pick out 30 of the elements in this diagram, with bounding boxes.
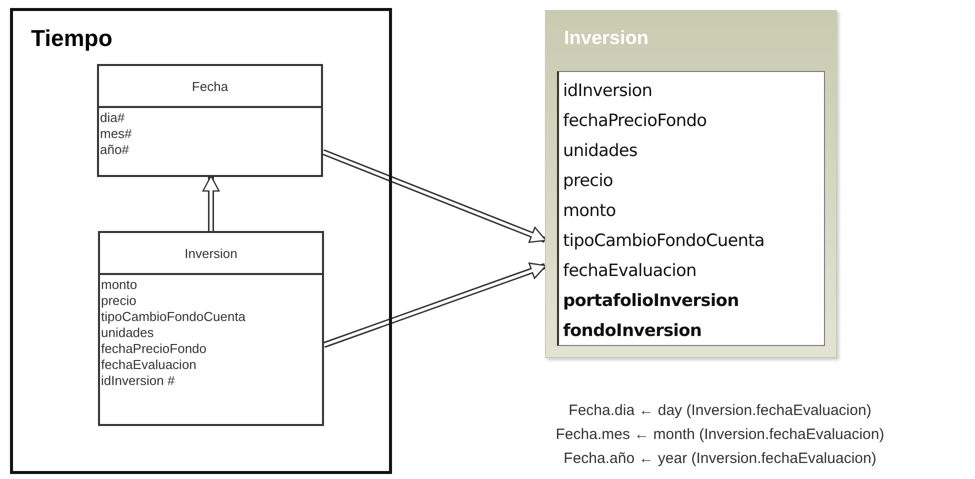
attribute: fechaEvaluacion bbox=[100, 357, 198, 373]
class-name: Inversion bbox=[184, 246, 238, 260]
package-name: Tiempo bbox=[31, 25, 112, 52]
field: portafolioInversion bbox=[559, 286, 824, 316]
attribute: dia# bbox=[99, 110, 126, 126]
mapping-note: Fecha.dia ← day (Inversion.fechaEvaluacion) bbox=[568, 402, 872, 419]
attribute: unidades bbox=[100, 325, 155, 341]
attribute: monto bbox=[100, 277, 138, 293]
class-name: Fecha bbox=[192, 78, 228, 94]
field: fechaPrecioFondo bbox=[559, 106, 824, 136]
class-box bbox=[98, 231, 324, 426]
table-card bbox=[545, 10, 837, 358]
package-frame bbox=[10, 8, 392, 474]
attribute: fechaPrecioFondo bbox=[100, 341, 208, 357]
table-name: Inversion bbox=[564, 28, 648, 50]
field: fechaEvaluacion bbox=[559, 256, 824, 286]
field: unidades bbox=[559, 136, 824, 166]
attribute: tipoCambioFondoCuenta bbox=[100, 309, 247, 325]
field: precio bbox=[559, 166, 824, 196]
field: idInversion bbox=[559, 76, 824, 106]
field: tipoCambioFondoCuenta bbox=[559, 226, 824, 256]
attribute: año# bbox=[99, 142, 130, 158]
class-box bbox=[97, 64, 323, 177]
attribute: mes# bbox=[99, 126, 133, 142]
mapping-note: Fecha.año ← year (Inversion.fechaEvaluacion) bbox=[564, 450, 876, 467]
field: monto bbox=[559, 196, 824, 226]
field: fondoInversion bbox=[559, 316, 824, 346]
mapping-note: Fecha.mes ← month (Inversion.fechaEvaluacion) bbox=[556, 426, 884, 443]
attribute: idInversion # bbox=[100, 373, 176, 389]
attribute: precio bbox=[100, 293, 138, 309]
